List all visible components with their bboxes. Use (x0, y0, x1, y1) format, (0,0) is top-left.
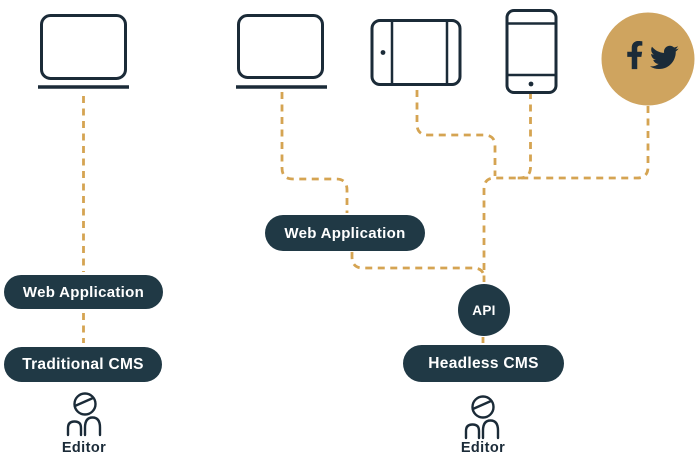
smartphone-connector (513, 92, 532, 180)
connector-lines (82, 90, 650, 343)
headless-web-application-node: Web Application (265, 215, 425, 251)
laptop-icon (236, 14, 327, 89)
twitter-icon (650, 45, 679, 69)
traditional-web-application-node: Web Application (4, 275, 163, 309)
traditional-editor-label: Editor (61, 440, 107, 456)
social-circle-background (601, 12, 695, 106)
tablet-connector (415, 90, 497, 176)
social-circle (601, 12, 695, 106)
facebook-icon (627, 41, 643, 70)
laptop-icon (38, 14, 129, 89)
person-icon (66, 392, 102, 437)
api-node: API (458, 284, 510, 336)
headless-laptop-connector (280, 92, 349, 213)
traditional-cms-node: Traditional CMS (4, 347, 162, 382)
person-icon (464, 395, 500, 440)
social-to-api-connector (482, 106, 650, 282)
tablet-icon (370, 19, 462, 86)
smartphone-icon (505, 9, 558, 94)
headless-editor-label: Editor (460, 440, 506, 456)
headless-cms-node: Headless CMS (403, 345, 564, 382)
webapp-to-api-connector (350, 252, 486, 279)
